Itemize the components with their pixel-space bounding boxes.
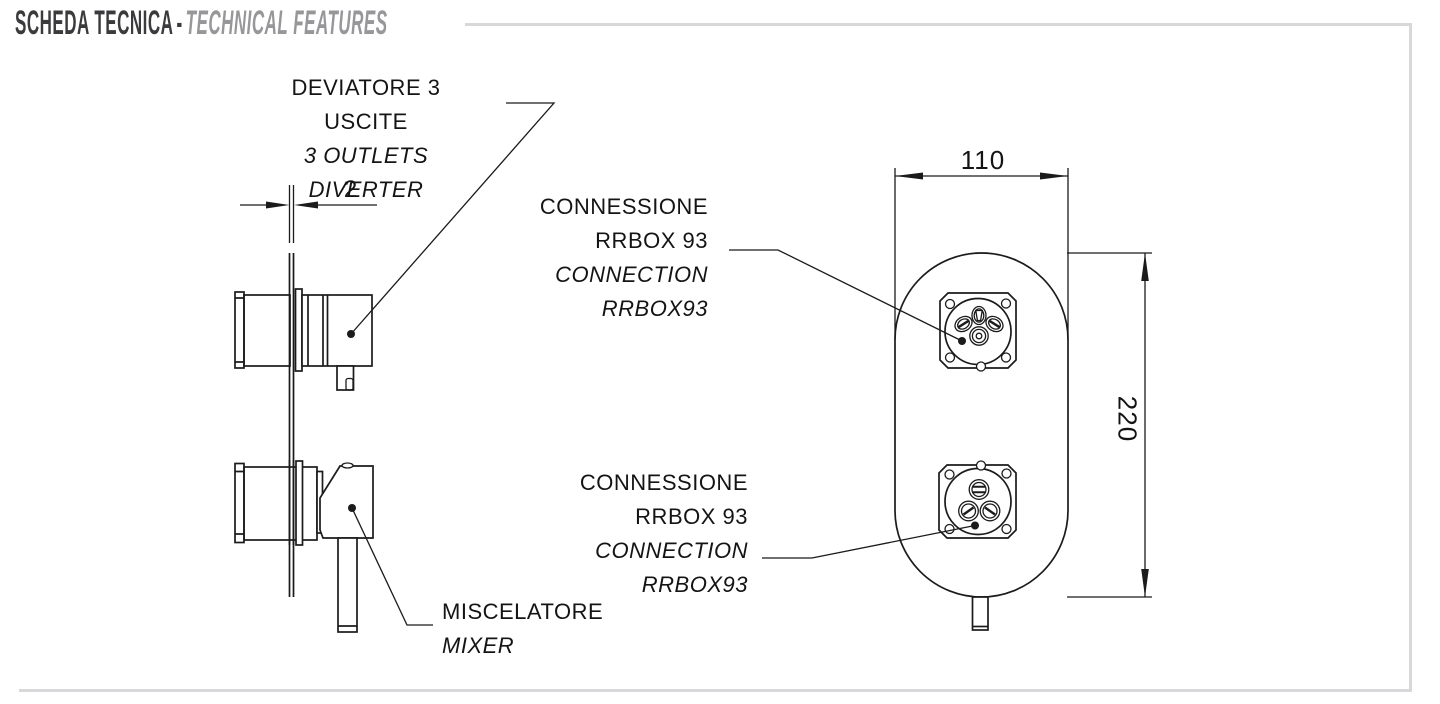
title-english: TECHNICAL FEATURES [185,4,388,42]
front-view [729,168,1152,631]
title-rule-line [465,23,1412,26]
mixer-label: MISCELATORE MIXER [442,595,603,663]
ports-3 [958,479,1001,522]
connection-top-en2: RRBOX93 [601,296,708,321]
connection-top-it2: RRBOX 93 [595,228,708,253]
dimension-plate-thickness [240,185,377,243]
diverter-label: DEVIATORE 3 USCITE 3 OUTLETS DIVERTER [250,71,482,207]
connection-top-it1: CONNESSIONE [539,194,708,219]
dim-plate-thickness-value: 2 [343,176,359,203]
leader-mixer [348,504,433,626]
mixer-label-it: MISCELATORE [442,599,604,624]
dimension-width [894,168,1069,340]
connection-bottom-it2: RRBOX 93 [635,504,748,529]
ports-4 [954,305,1004,346]
leader-diverter [347,102,556,338]
connection-top [939,292,1017,372]
connection-bottom-en2: RRBOX93 [641,572,748,597]
mixer-side [234,460,374,633]
connection-bottom-it1: CONNESSIONE [579,470,748,495]
dim-height-value: 220 [1112,395,1143,443]
connection-top-label: CONNESSIONE RRBOX 93 CONNECTION RRBOX93 [448,190,708,326]
leader-connection-bottom [762,521,979,559]
connection-bottom-en1: CONNECTION [595,538,748,563]
bottom-stub [971,596,989,631]
page-title: SCHEDA TECNICA-TECHNICAL FEATURES [15,6,388,40]
title-italian: SCHEDA TECNICA [15,4,174,42]
content-frame [19,23,1412,692]
side-view [234,102,556,633]
connection-bottom-label: CONNESSIONE RRBOX 93 CONNECTION RRBOX93 [488,466,748,602]
diverter-label-it: DEVIATORE 3 USCITE [291,75,441,134]
connection-bottom [938,460,1017,539]
dimension-height [1067,252,1152,598]
diverter-label-en: 3 OUTLETS DIVERTER [303,143,429,202]
diverter-side [234,288,373,391]
leader-connection-top [729,249,966,345]
connection-top-en1: CONNECTION [555,262,708,287]
mixer-label-en: MIXER [442,633,515,658]
title-separator: - [176,4,183,42]
dim-width-value: 110 [960,145,1006,175]
